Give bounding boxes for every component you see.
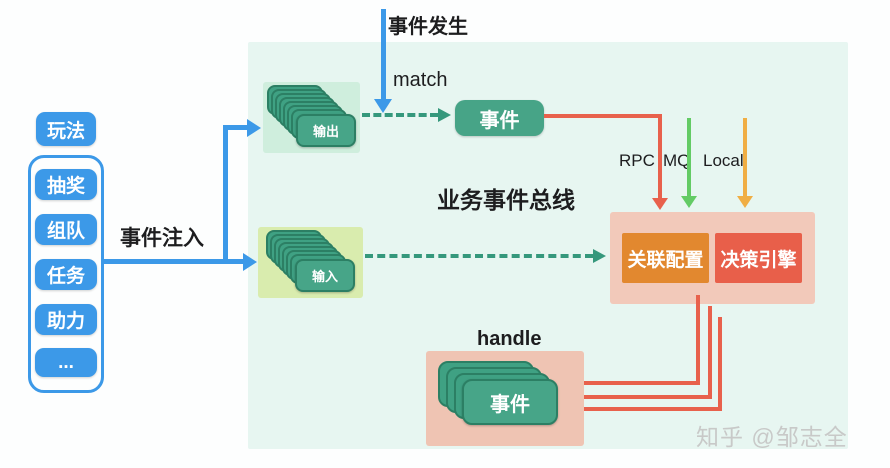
match-label: match	[393, 69, 448, 91]
local-arrowhead-icon	[737, 196, 753, 208]
input-arrowhead-icon	[593, 249, 606, 263]
bus-title: 业务事件总线	[437, 187, 575, 213]
handle-arrow1-vline	[696, 295, 700, 385]
event-occur-arrow-line	[381, 9, 386, 100]
input-arrow-line	[365, 254, 593, 258]
output-stack-container: 输出	[263, 82, 360, 153]
rpc-label: RPC	[619, 151, 655, 170]
decision-engine-node: 决策引擎	[715, 233, 802, 283]
relation-config-node: 关联配置	[622, 233, 709, 283]
event-node: 事件	[455, 100, 544, 136]
event-inject-top-arrowhead-icon	[247, 119, 261, 137]
mq-arrow-line	[687, 118, 691, 198]
gameplay-group-box	[28, 155, 104, 393]
handle-arrow1-hline	[560, 381, 700, 385]
match-arrowhead-icon	[438, 108, 451, 122]
event-occur-label: 事件发生	[388, 16, 468, 38]
event-inject-top-line	[223, 125, 247, 130]
event-inject-arrowhead-icon	[243, 253, 257, 271]
input-stack-front-card: 输入	[295, 259, 355, 292]
handle-arrow3-vline	[718, 317, 722, 411]
handle-arrow3-hline	[583, 407, 722, 411]
event-inject-branch-line	[223, 126, 228, 264]
match-arrow-line	[362, 113, 438, 117]
mq-label: MQ	[663, 151, 691, 170]
node-team: 组队	[35, 214, 97, 245]
input-stack-container: 输入	[258, 227, 363, 298]
handle-label: handle	[477, 328, 542, 350]
rpc-arrow-hline	[544, 114, 662, 118]
node-gameplay: 玩法	[36, 112, 96, 146]
event-inject-label: 事件注入	[120, 227, 204, 250]
node-lottery: 抽奖	[35, 169, 97, 200]
event-occur-arrowhead-icon	[374, 99, 392, 113]
local-arrow-line	[743, 118, 747, 198]
node-more: ...	[35, 348, 97, 377]
watermark: 知乎 @邹志全	[696, 424, 848, 450]
node-boost: 助力	[35, 304, 97, 335]
handle-arrow2-hline	[574, 395, 712, 399]
output-stack-front-card: 输出	[296, 114, 356, 147]
local-label: Local	[703, 151, 744, 170]
rpc-arrowhead-icon	[652, 198, 668, 210]
handle-stack-container: 事件	[426, 351, 584, 446]
node-task: 任务	[35, 259, 97, 290]
rpc-arrow-vline	[658, 114, 662, 200]
handle-stack-front-card: 事件	[462, 379, 558, 425]
mq-arrowhead-icon	[681, 196, 697, 208]
handle-arrow2-vline	[708, 306, 712, 399]
event-inject-arrow-line	[103, 259, 245, 264]
